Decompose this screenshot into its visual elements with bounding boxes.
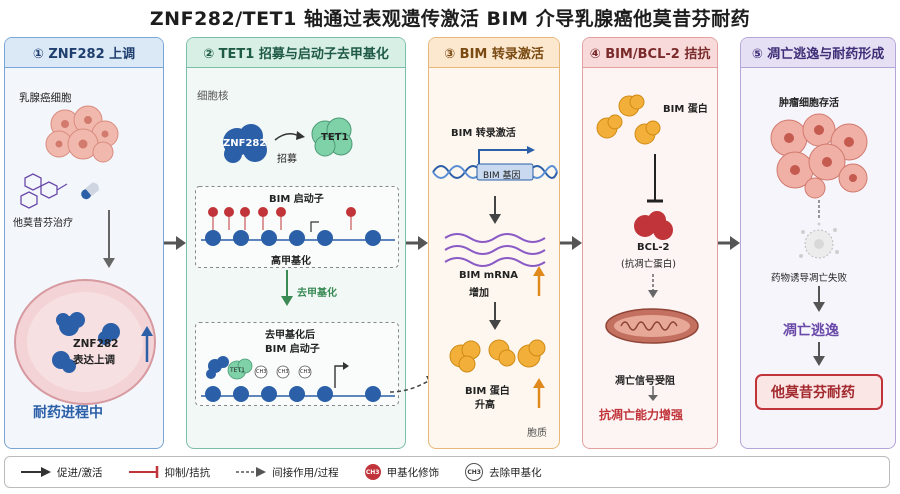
panel-bim-transcription: ③ BIM 转录激活 BIM 转录激活 BIM 基因 BIM mRNA 增加	[428, 37, 560, 449]
dashed-down-arrow	[648, 274, 658, 298]
tumor-cell-cluster-icon	[770, 113, 868, 199]
anti-apoptotic-protein-label: (抗凋亡蛋白)	[621, 259, 676, 270]
arrow-icon	[21, 467, 51, 477]
tet1-protein-icon	[311, 117, 353, 157]
znf282-protein-label: ZNF282	[73, 338, 119, 350]
protein-elevated-label: 升高	[475, 400, 495, 411]
cytoplasm-label: 胞质	[527, 428, 547, 439]
breast-cancer-cell-cluster-icon	[45, 105, 119, 163]
bcl2-protein-icon	[634, 211, 673, 240]
drug-induced-apoptosis-failed-label: 药物诱导凋亡失败	[771, 273, 848, 284]
legend-promote-label: 促进/激活	[57, 466, 103, 479]
ch3-removed-label-1: CH3	[256, 369, 267, 375]
inhibition-bar-icon	[647, 154, 663, 203]
arrow-gene-to-mrna	[489, 196, 501, 224]
up-arrow-icon	[141, 326, 153, 362]
flow-arrow-1	[164, 236, 186, 250]
bim-transcription-activation-label: BIM 转录激活	[451, 128, 516, 139]
expression-upregulated-label: 表达上调	[73, 354, 115, 366]
legend: 促进/激活 抑制/拮抗 间接作用/过程 CH3 甲基化修饰 CH3 去除甲基化	[4, 456, 890, 488]
resistance-result-box	[755, 374, 883, 410]
legend-indirect: 间接作用/过程	[236, 465, 339, 480]
bcl2-label: BCL-2	[637, 242, 670, 253]
panel-bim-bcl2-antagonism: ④ BIM/BCL-2 拮抗 BIM 蛋白 BCL-2 (抗凋亡蛋白) 凋亡信号…	[582, 37, 718, 449]
tamoxifen-resistance-label: 他莫昔芬耐药	[771, 385, 855, 401]
ch3-removed-label-3: CH3	[300, 369, 311, 375]
panel-znf282-upregulation: ① ZNF282 上调 乳腺癌细胞 他莫昔芬治	[4, 37, 164, 449]
bim-gene-dna-icon	[432, 146, 558, 181]
dashed-arrow-icon	[236, 467, 267, 477]
tet1-label: TET1	[321, 132, 349, 143]
mrna-increase-label: 增加	[469, 288, 489, 299]
mitochondrion-icon	[605, 308, 699, 344]
bim-gene-label: BIM 基因	[483, 171, 521, 181]
znf282-protein-icon	[223, 124, 267, 163]
after-demethylation-label: 去甲基化后	[265, 330, 315, 341]
down-arrow-icon	[103, 210, 115, 268]
bim-protein-label: BIM 蛋白	[663, 104, 708, 115]
legend-indirect-label: 间接作用/过程	[272, 466, 339, 479]
methylated-nucleosome-row	[201, 207, 395, 246]
legend-methyl: CH3 甲基化修饰	[364, 464, 440, 480]
inhibit-icon	[128, 466, 158, 478]
legend-promote: 促进/激活	[21, 465, 103, 480]
arrow-to-resistance	[813, 342, 825, 366]
methyl-group-icon: CH3	[364, 464, 381, 480]
top-promoter-box	[195, 186, 399, 268]
bottom-promoter-box	[195, 322, 399, 406]
bim-protein-cluster-icon	[596, 94, 661, 145]
apoptosis-escape-label: 凋亡逃逸	[783, 323, 839, 339]
resistance-progress-label: 耐药进程中	[33, 405, 103, 421]
panel-1-header: ① ZNF282 上调	[5, 38, 163, 68]
bim-mrna-label: BIM mRNA	[459, 270, 519, 281]
tamoxifen-treatment-label: 他莫昔芬治疗	[13, 218, 73, 229]
fading-cell-icon	[799, 222, 839, 259]
protein-up-arrow-icon	[533, 378, 545, 408]
arrow-mrna-to-protein	[489, 302, 501, 330]
demethylation-arrow-icon	[281, 270, 293, 306]
tamoxifen-molecule-icon	[20, 173, 68, 209]
panel-5-header: ⑤ 凋亡逃逸与耐药形成	[741, 38, 895, 68]
nucleus-label: 细胞核	[197, 90, 229, 102]
panel-3-header: ③ BIM 转录激活	[429, 38, 559, 68]
flow-arrow-2	[406, 236, 428, 250]
tet1-small-label: TET1	[230, 367, 245, 374]
resistant-cell-icon	[14, 279, 156, 405]
pill-capsule-icon	[81, 182, 100, 200]
ch3-removed-label-2: CH3	[278, 369, 289, 375]
panel-tet1-recruitment: ② TET1 招募与启动子去甲基化 细胞核 ZNF282 招募 TET1 BIM…	[186, 37, 406, 449]
bim-mrna-icon	[444, 233, 546, 267]
hypermethylation-label: 高甲基化	[271, 256, 311, 267]
bim-protein-label: BIM 蛋白	[465, 386, 510, 397]
anti-apoptosis-enhanced-label: 抗凋亡能力增强	[599, 408, 684, 422]
arrow-to-escape	[813, 286, 825, 312]
apoptosis-signal-blocked-label: 凋亡信号受阻	[615, 376, 675, 387]
legend-inhibit-label: 抑制/拮抗	[164, 466, 211, 479]
legend-demethyl: CH3 去除甲基化	[465, 463, 542, 481]
legend-demethyl-label: 去除甲基化	[489, 466, 542, 479]
legend-inhibit: 抑制/拮抗	[128, 465, 211, 480]
breast-cancer-cell-label: 乳腺癌细胞	[19, 92, 72, 104]
znf282-label: ZNF282	[223, 138, 267, 149]
demethylation-label: 去甲基化	[297, 288, 337, 299]
panel-apoptosis-escape: ⑤ 凋亡逃逸与耐药形成 肿瘤细胞存活 药物诱导凋亡失败 凋亡逃逸 他莫昔	[740, 37, 896, 449]
mrna-up-arrow-icon	[533, 266, 545, 296]
recruit-arrow-icon	[274, 131, 305, 141]
bim-promoter-top-label: BIM 启动子	[269, 194, 324, 205]
panel-2-header: ② TET1 招募与启动子去甲基化	[187, 38, 405, 68]
diagram-title: ZNF282/TET1 轴通过表观遗传激活 BIM 介导乳腺癌他莫昔芬耐药	[149, 8, 751, 30]
tumor-cell-survival-label: 肿瘤细胞存活	[779, 98, 839, 109]
bim-protein-icon	[449, 339, 546, 373]
dashed-down-arrow-5	[818, 200, 820, 220]
recruit-label: 招募	[277, 154, 297, 165]
bim-promoter-bottom-label: BIM 启动子	[265, 344, 320, 355]
flow-arrow-4	[718, 236, 740, 250]
removed-methyl-icon: CH3	[465, 463, 484, 481]
flow-arrow-3	[560, 236, 582, 250]
demethylated-nucleosome-row	[201, 356, 395, 402]
panel-4-header: ④ BIM/BCL-2 拮抗	[583, 38, 717, 68]
legend-methyl-label: 甲基化修饰	[386, 466, 440, 479]
small-down-arrow	[648, 386, 658, 401]
